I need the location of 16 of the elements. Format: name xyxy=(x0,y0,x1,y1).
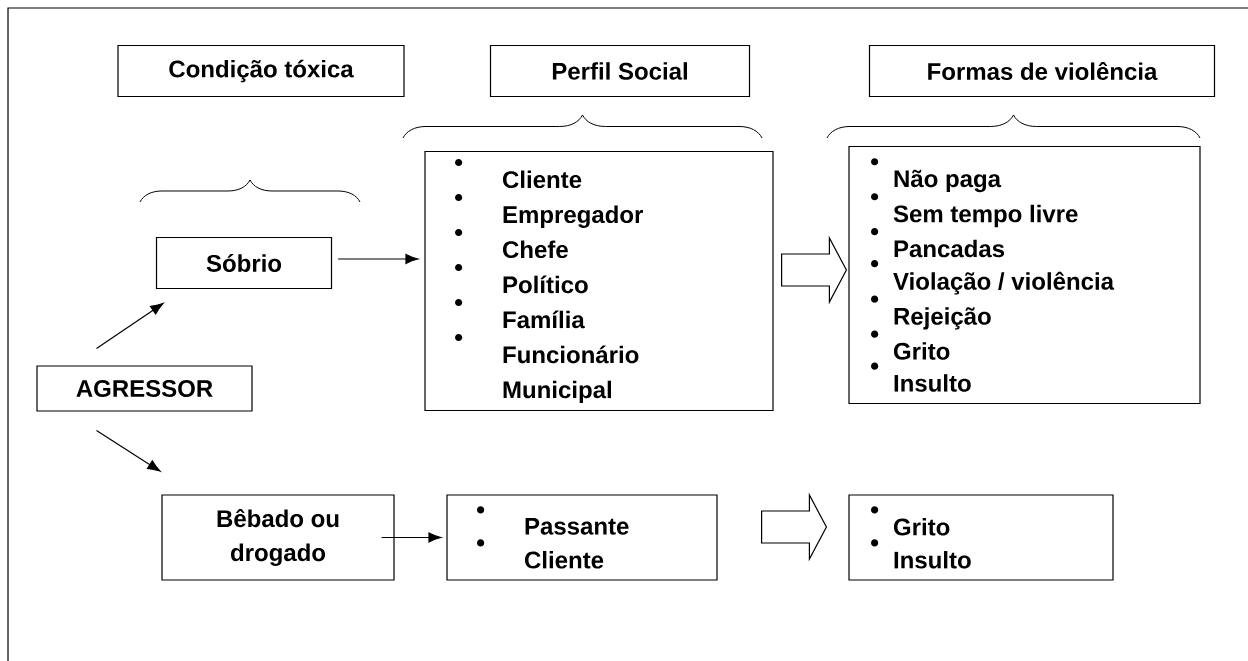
label-box: AGRESSOR xyxy=(36,365,253,412)
label-box: Bêbado ou drogado xyxy=(161,494,395,581)
list-box: Não paga Sem tempo livre Pancadas Violação / violência Rejeição Grito Insulto xyxy=(848,145,1201,405)
label-box: Condição tóxica xyxy=(117,44,405,98)
arrow xyxy=(381,532,442,543)
label-box: Perfil Social xyxy=(489,44,751,98)
block-arrow xyxy=(761,492,828,562)
arrow xyxy=(337,253,419,265)
arrow xyxy=(95,430,161,472)
list-box: Grito Insulto xyxy=(848,494,1114,581)
list-box: Cliente Empregador Chefe Político Família Funcionário Municipal xyxy=(424,150,774,412)
arrow xyxy=(95,302,164,349)
label-box: Formas de violência xyxy=(868,44,1216,98)
block-arrow xyxy=(781,235,848,305)
label-box: Sóbrio xyxy=(155,236,333,290)
list-box: Passante Cliente xyxy=(446,494,718,581)
